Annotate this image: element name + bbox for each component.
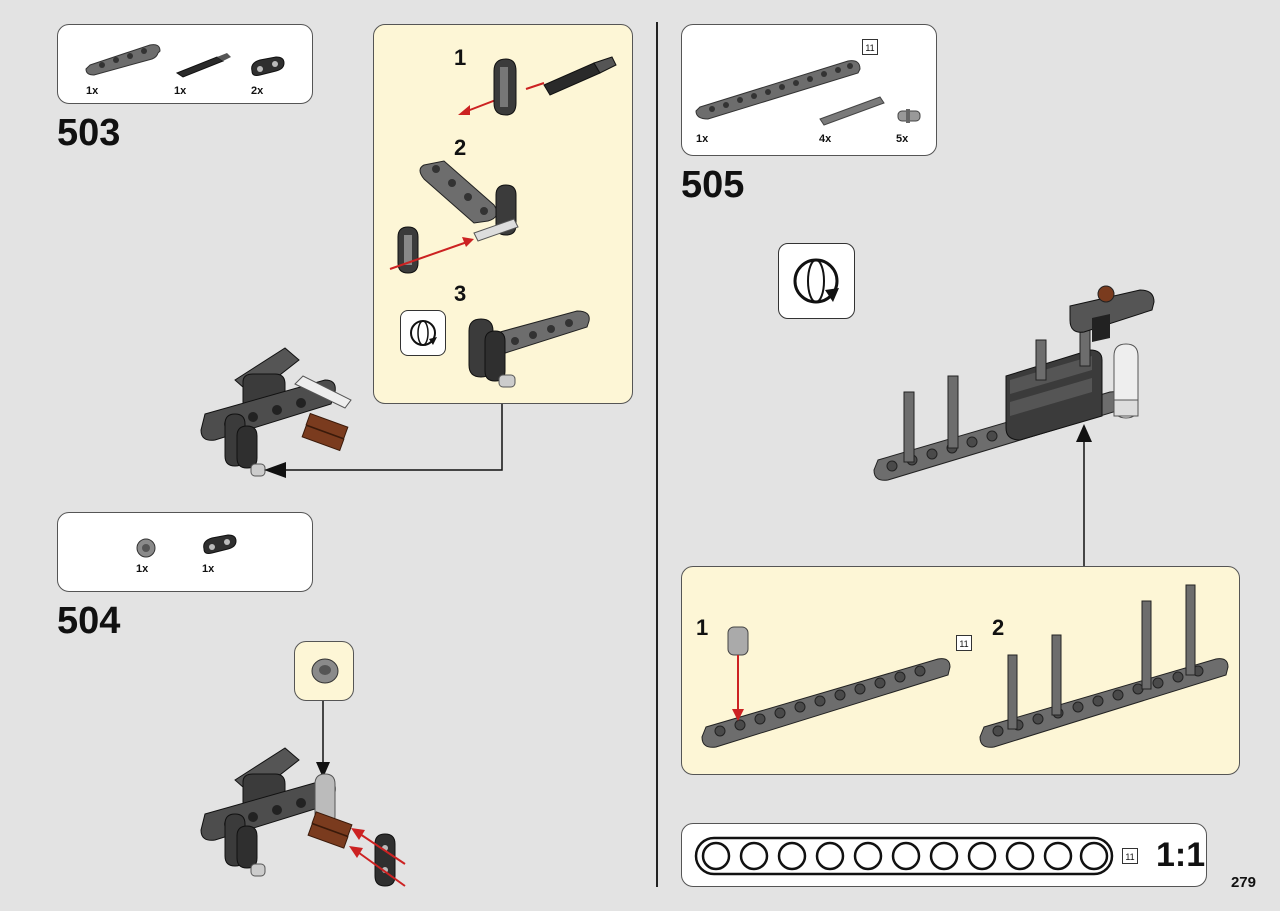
step-503-model bbox=[200, 347, 352, 477]
scale-beam-illustration bbox=[694, 836, 1114, 876]
pin-part-icon bbox=[897, 109, 921, 123]
rotate-model-icon bbox=[400, 310, 446, 356]
part-qty: 1x bbox=[202, 563, 215, 575]
substep-1-illustration bbox=[701, 626, 951, 748]
subassembly-callout-503: 1 2 3 bbox=[373, 24, 633, 404]
parts-list-505: 11 1x 4x 5x bbox=[681, 24, 937, 156]
axle-part-icon bbox=[819, 96, 885, 126]
beam-5-part-icon bbox=[85, 44, 161, 76]
step-number-503: 503 bbox=[57, 112, 121, 154]
part-qty: 1x bbox=[696, 133, 709, 145]
beam-2-part-icon bbox=[203, 534, 237, 554]
part-qty: 1x bbox=[174, 85, 187, 97]
beam-11-part-icon bbox=[695, 60, 861, 120]
substep-number: 2 bbox=[992, 615, 1005, 640]
scale-ruler-panel: 11 1:1 bbox=[681, 823, 1207, 887]
subassembly-callout-505: 1 11 2 bbox=[681, 566, 1240, 775]
parts-list-504: 1x 1x bbox=[57, 512, 313, 592]
beam-length-box: 11 bbox=[956, 635, 972, 651]
axle-pin-part-icon bbox=[175, 53, 231, 78]
part-qty: 4x bbox=[819, 133, 832, 145]
beam-length-box: 11 bbox=[862, 39, 878, 55]
part-qty: 1x bbox=[136, 563, 149, 575]
substep-1-illustration bbox=[458, 56, 617, 116]
substep-number: 1 bbox=[696, 615, 709, 640]
part-qty: 2x bbox=[251, 85, 264, 97]
beam-2-part-icon bbox=[251, 56, 285, 76]
substep-2-illustration bbox=[389, 160, 519, 274]
part-callout-504 bbox=[294, 641, 354, 701]
substep-number: 3 bbox=[454, 281, 467, 306]
step-505-model bbox=[873, 285, 1155, 481]
page-divider bbox=[656, 22, 658, 887]
substep-2-illustration bbox=[979, 584, 1229, 748]
substep-number: 1 bbox=[454, 45, 467, 70]
scale-label: 1:1 bbox=[1156, 836, 1206, 874]
beam-length-box: 11 bbox=[1122, 848, 1138, 864]
parts-list-503: 1x 1x 2x bbox=[57, 24, 313, 104]
part-qty: 5x bbox=[896, 133, 909, 145]
bush-part-icon bbox=[311, 658, 339, 684]
rotate-model-icon bbox=[778, 243, 855, 319]
page-number: 279 bbox=[1230, 874, 1256, 891]
step-number-505: 505 bbox=[681, 164, 745, 206]
step-504-model bbox=[200, 747, 406, 887]
substep-number: 2 bbox=[454, 135, 467, 160]
part-qty: 1x bbox=[86, 85, 99, 97]
bush-part-icon bbox=[136, 538, 156, 558]
step-number-504: 504 bbox=[57, 600, 121, 642]
substep-3-illustration bbox=[468, 310, 590, 388]
